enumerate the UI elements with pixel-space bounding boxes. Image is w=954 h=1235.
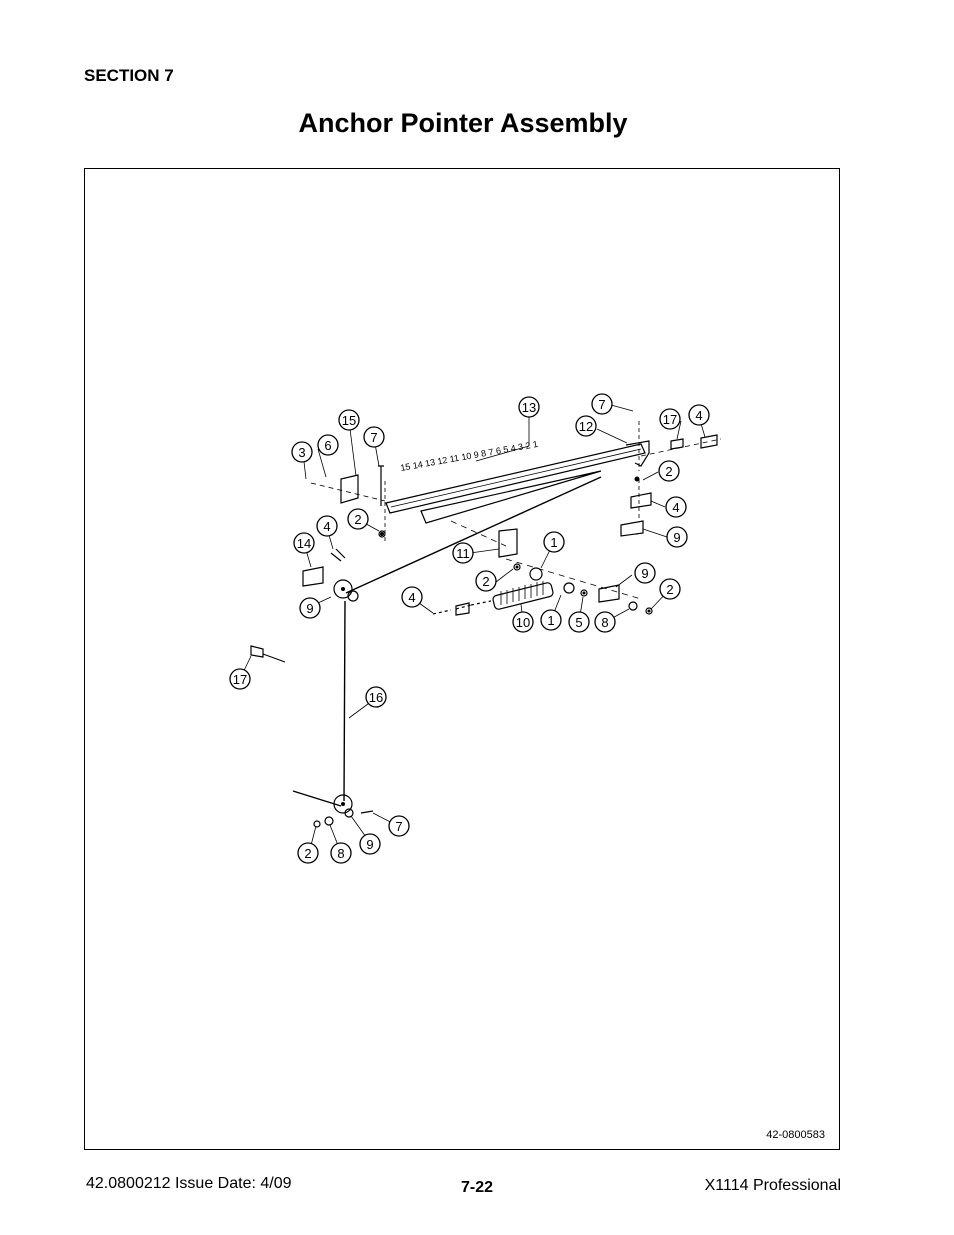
callout-bubble xyxy=(330,842,352,864)
callout-label: 4 xyxy=(408,590,415,605)
callout-bubble xyxy=(475,570,497,592)
callout-bubble xyxy=(293,532,315,554)
callout-bubble xyxy=(658,460,680,482)
callout-label: 17 xyxy=(233,672,247,687)
callout-label: 17 xyxy=(663,412,677,427)
callout-bubble xyxy=(229,668,251,690)
callout-bubble xyxy=(299,597,321,619)
callout-bubble xyxy=(452,542,474,564)
callout-label: 2 xyxy=(354,512,361,527)
callout-label: 8 xyxy=(601,615,608,630)
callout-bubble xyxy=(665,496,687,518)
callout-bubble xyxy=(659,578,681,600)
callout-bubble xyxy=(568,611,590,633)
document-info: 42.0800212 Issue Date: 4/09 xyxy=(86,1175,292,1192)
callout-label: 13 xyxy=(522,400,536,415)
callout-bubble xyxy=(575,415,597,437)
callout-bubble xyxy=(634,562,656,584)
callout-label: 8 xyxy=(337,846,344,861)
callout-bubble xyxy=(666,526,688,548)
callout-label: 2 xyxy=(482,574,489,589)
callout-bubble xyxy=(338,409,360,431)
callout-label: 6 xyxy=(324,438,331,453)
pointer-arm xyxy=(385,443,646,514)
cable-upper xyxy=(345,476,602,594)
callout-label: 4 xyxy=(323,519,330,534)
bracket-9-right xyxy=(598,584,620,603)
callout-bubble xyxy=(317,434,339,456)
callout-label: 16 xyxy=(369,690,383,705)
callout-bubble xyxy=(297,842,319,864)
callout-label: 2 xyxy=(665,464,672,479)
callout-bubble xyxy=(347,508,369,530)
bracket-11 xyxy=(498,528,518,558)
callout-label: 15 xyxy=(342,413,356,428)
callout-label: 9 xyxy=(641,566,648,581)
callout-label: 10 xyxy=(516,615,530,630)
spring-10 xyxy=(492,582,554,610)
callout-label: 9 xyxy=(366,837,373,852)
callout-label: 4 xyxy=(672,500,679,515)
callout-label: 1 xyxy=(547,613,554,628)
drawing-number: 42-0800583 xyxy=(766,1129,825,1141)
callout-label: 9 xyxy=(673,530,680,545)
callout-bubble xyxy=(688,404,710,426)
callout-bubble xyxy=(512,611,534,633)
bracket-15 xyxy=(340,474,359,504)
scale-markings: 15 14 13 12 11 10 9 8 7 6 5 4 3 2 1 xyxy=(400,439,539,473)
callout-bubble xyxy=(388,815,410,837)
callout-label: 2 xyxy=(304,846,311,861)
callout-bubble xyxy=(359,833,381,855)
brace xyxy=(420,470,602,524)
callout-bubble xyxy=(363,426,385,448)
callout-bubble xyxy=(591,393,613,415)
callout-bubble xyxy=(543,531,565,553)
bracket-14 xyxy=(302,566,324,587)
callout-label: 14 xyxy=(297,536,311,551)
callout-bubble xyxy=(594,611,616,633)
callout-bubble xyxy=(365,686,387,708)
callout-label: 5 xyxy=(575,615,582,630)
callout-label: 7 xyxy=(598,397,605,412)
page-title: Anchor Pointer Assembly xyxy=(298,108,628,138)
pulley-lower xyxy=(333,794,353,814)
callout-bubble xyxy=(659,408,681,430)
callout-label: 3 xyxy=(298,445,305,460)
callout-bubble xyxy=(518,396,540,418)
callout-bubble xyxy=(291,441,313,463)
product-name: X1114 Professional xyxy=(704,1177,841,1194)
callout-bubble xyxy=(316,515,338,537)
cable-lower xyxy=(292,790,342,807)
callout-label: 9 xyxy=(306,601,313,616)
callout-bubble xyxy=(401,586,423,608)
pulley-upper xyxy=(333,579,353,599)
callout-label: 2 xyxy=(666,582,673,597)
cable-vertical xyxy=(343,600,346,802)
callout-label: 11 xyxy=(456,546,470,561)
callout-label: 4 xyxy=(695,408,702,423)
section-heading: SECTION 7 xyxy=(84,66,174,85)
callout-label: 1 xyxy=(550,535,557,550)
callout-bubble xyxy=(540,609,562,631)
page-number: 7-22 xyxy=(460,1179,494,1196)
callout-label: 12 xyxy=(579,419,593,434)
callout-label: 7 xyxy=(370,430,377,445)
callout-label: 7 xyxy=(395,819,402,834)
